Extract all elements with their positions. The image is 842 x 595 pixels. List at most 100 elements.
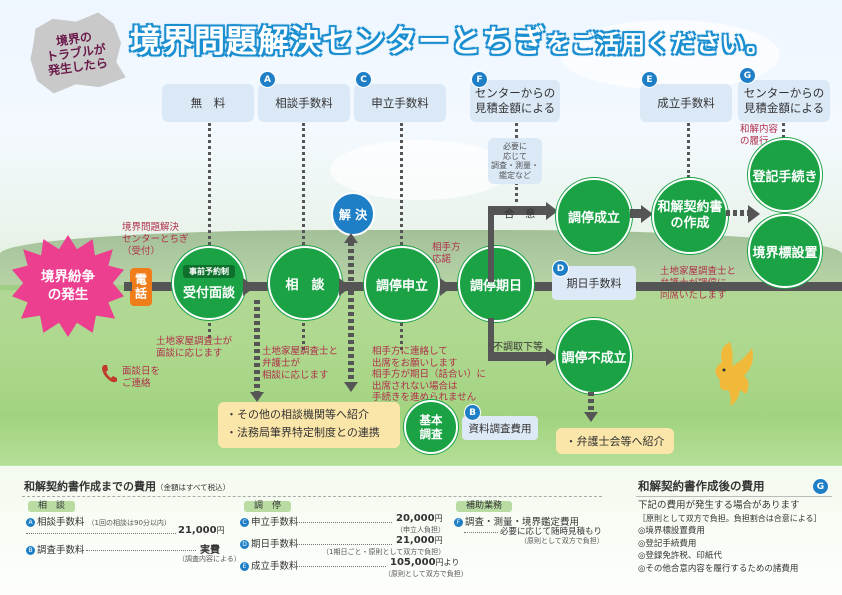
node-label: 基本 [419, 413, 443, 427]
opponent-note: 相手方に連絡して出席をお願いします相手方が期日（話合い）に出席されない場合は手続… [372, 346, 486, 404]
free-box: 無 料 [162, 84, 254, 122]
row-label: 成立手数料 [251, 561, 299, 572]
title-text: 和解契約書作成までの費用 [24, 480, 156, 493]
surveyor-meeting-note: 土地家屋調査士が面談に応じます [156, 336, 232, 360]
post-cost-line: ◎登録免許税、印紙代 [638, 551, 722, 561]
row-price-note: （1期日ごと・原則として双方で負担） [322, 548, 446, 556]
dashed-connector [254, 300, 260, 392]
arrow-head [243, 278, 255, 296]
fulfillment-note: 和解内容の履行 [740, 124, 778, 148]
arrow-head [546, 348, 558, 366]
price-unit: 円より [435, 558, 460, 567]
burst-line: の発生 [47, 287, 89, 303]
arrow-down [344, 382, 358, 392]
date-fee-box: 期日手数料 [552, 266, 636, 300]
mediation-tag: 調 停 [244, 501, 292, 512]
petition-fee-box: 申立手数料 [354, 84, 446, 122]
estimate-box-right: センターからの見積金額による [738, 80, 830, 122]
settlement-contract-node: 和解契約書の作成 [652, 178, 728, 254]
dotted-connector [208, 123, 211, 263]
note-line: 出席をお願いします [372, 357, 458, 369]
agree-label: 合 意 [504, 208, 536, 220]
consultation-node: 相 談 [268, 246, 342, 320]
leader-line [296, 544, 392, 545]
node-label: 受付面談 [182, 286, 235, 301]
dotted-connector [687, 123, 690, 178]
dotted-connector [302, 123, 305, 263]
row-label: 相談手数料 [37, 517, 85, 528]
petition-node: 調停申立 [364, 246, 440, 322]
dotted-connector [638, 283, 658, 286]
post-cost-list: 下記の費用が発生する場合があります ［原則として双方で負担。負担割合は合意による… [638, 500, 822, 575]
dotted-connector [515, 182, 518, 202]
dotted-connector [302, 300, 305, 350]
leader-line [464, 532, 498, 533]
note-line: 相手方に連絡して [372, 346, 448, 357]
referral-line: ・その他の相談機関等へ紹介 [226, 408, 369, 421]
arrow-head [546, 202, 558, 220]
success-fee-box: 成立手数料 [640, 84, 732, 122]
headline: 境界問題解決センターとちぎをご活用ください。 [130, 16, 830, 60]
headline-main: 境界問題解決センターとちぎ [130, 24, 546, 60]
row-price: 105,000円より [390, 557, 459, 568]
title-note: （金額はすべて税込） [156, 483, 231, 492]
price-value: 21,000 [396, 535, 435, 546]
badge-icon: F [454, 518, 463, 527]
dashed-connector [588, 392, 594, 412]
leader-line [296, 522, 392, 523]
badge-d: D [552, 260, 569, 277]
estimate-line: 見積金額による [474, 101, 556, 115]
row-price: 21,000円 [396, 535, 443, 546]
note-line: 鑑定など [499, 170, 531, 180]
note-line: センターとちぎ [122, 234, 189, 245]
referral-line: ・法務局筆界特定制度との連携 [226, 426, 380, 439]
mediation-success-node: 調停成立 [556, 178, 632, 254]
row-label: 調査手数料 [37, 545, 85, 556]
note-line: 土地家屋調査士と [262, 346, 339, 357]
dashed-connector [726, 210, 750, 216]
leader-line [86, 550, 196, 551]
note-line: 相手方が期日（話合い）に [372, 369, 487, 380]
arrow-head [440, 278, 452, 296]
post-cost-line: ◎その他合意内容を履行するための諸費用 [638, 563, 799, 574]
node-label: の作成 [670, 216, 710, 231]
support-tag: 補助業務 [456, 501, 513, 512]
accept-note: 相手方応諾 [432, 242, 461, 266]
badge-icon: D [240, 540, 249, 549]
note-line: 和解内容 [740, 124, 779, 135]
estimate-line: センターからの [743, 86, 825, 100]
badge-g: G [739, 67, 756, 84]
burst-line: 境界紛争 [41, 269, 95, 285]
row-price-note: （申立人負担） [396, 526, 445, 534]
row-price: 20,000円 [396, 513, 443, 524]
badge-icon: B [26, 546, 35, 555]
badge-icon: A [26, 518, 35, 527]
flow-arrow [630, 209, 642, 218]
arrow-down [584, 412, 598, 422]
phone-icon [100, 364, 118, 384]
note-line: 調査・測量・ [491, 161, 539, 170]
row-price: 実費 [200, 545, 220, 556]
arrow-up [344, 233, 358, 243]
note-line: 面談に応じます [156, 348, 223, 359]
branch-vertical [488, 206, 494, 282]
consult-fee-box: 相談手数料 [258, 84, 350, 122]
note-line: 手続きを進められません [372, 392, 477, 403]
lawyer-referral-box: ・弁護士会等へ紹介 [556, 428, 674, 454]
row-price: 必要に応じて随時見積もり [500, 527, 603, 537]
note-line: 必要に [503, 142, 527, 151]
note-line: 相談に応じます [262, 370, 329, 381]
row-label: 申立手数料 [251, 517, 299, 528]
dotted-connector [400, 123, 403, 263]
note-line: 応じて [503, 151, 527, 161]
row-price-note: （原則として双方で負担） [384, 570, 468, 578]
divider [22, 496, 602, 498]
post-cost-title: 和解契約書作成後の費用 [638, 479, 765, 493]
price-value: 20,000 [396, 513, 435, 524]
note-line: 応諾 [432, 254, 452, 265]
price-value: 21,000 [178, 525, 217, 536]
note-line: 土地家屋調査士と [660, 266, 737, 277]
